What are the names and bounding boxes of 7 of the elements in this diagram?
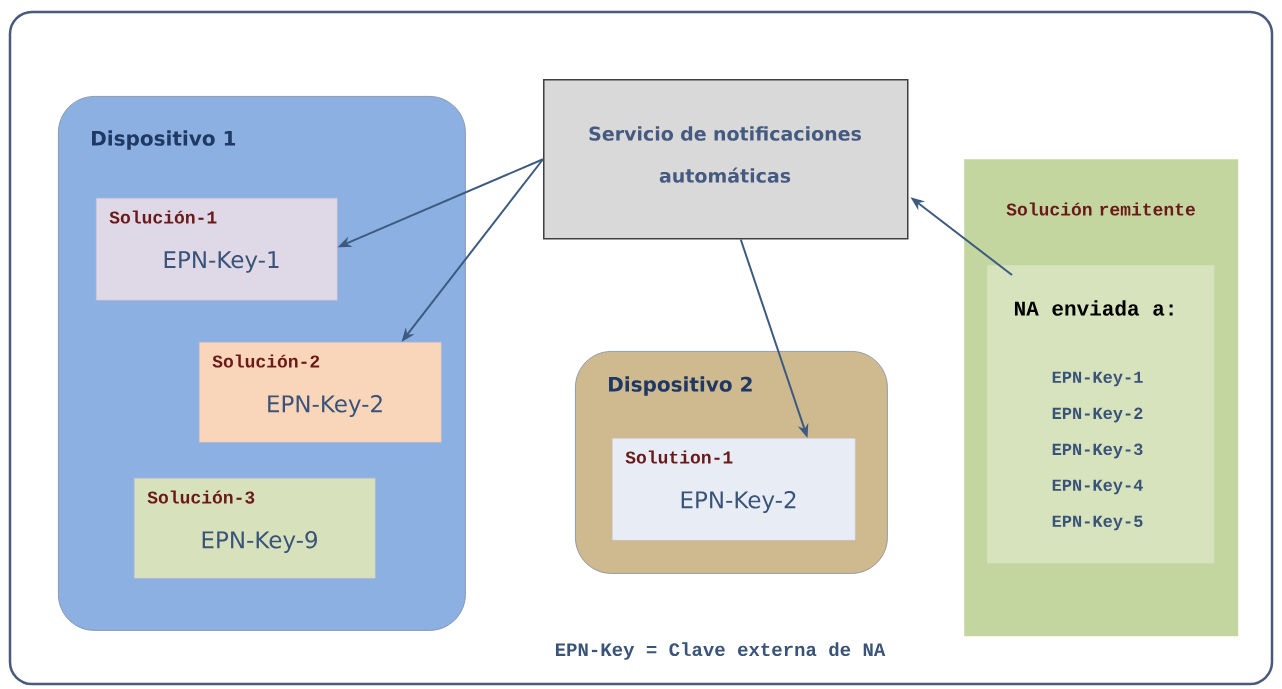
legend-note: EPN-Key = Clave externa de NA: [555, 642, 886, 660]
solution-box: Solución-1 EPN-Key-1: [96, 198, 338, 301]
solution-box: Solution-1 EPN-Key-2: [612, 438, 856, 541]
solution-box: Solución-2 EPN-Key-2: [199, 342, 442, 443]
service-box: Servicio de notificaciones automáticas: [543, 79, 909, 240]
key-list-box: NA enviada a: EPN-Key-1 EPN-Key-2 EPN-Key-3 EPN-Key-4 EPN-Key-5: [987, 265, 1215, 564]
solution-box: Solución-3 EPN-Key-9: [134, 478, 376, 579]
